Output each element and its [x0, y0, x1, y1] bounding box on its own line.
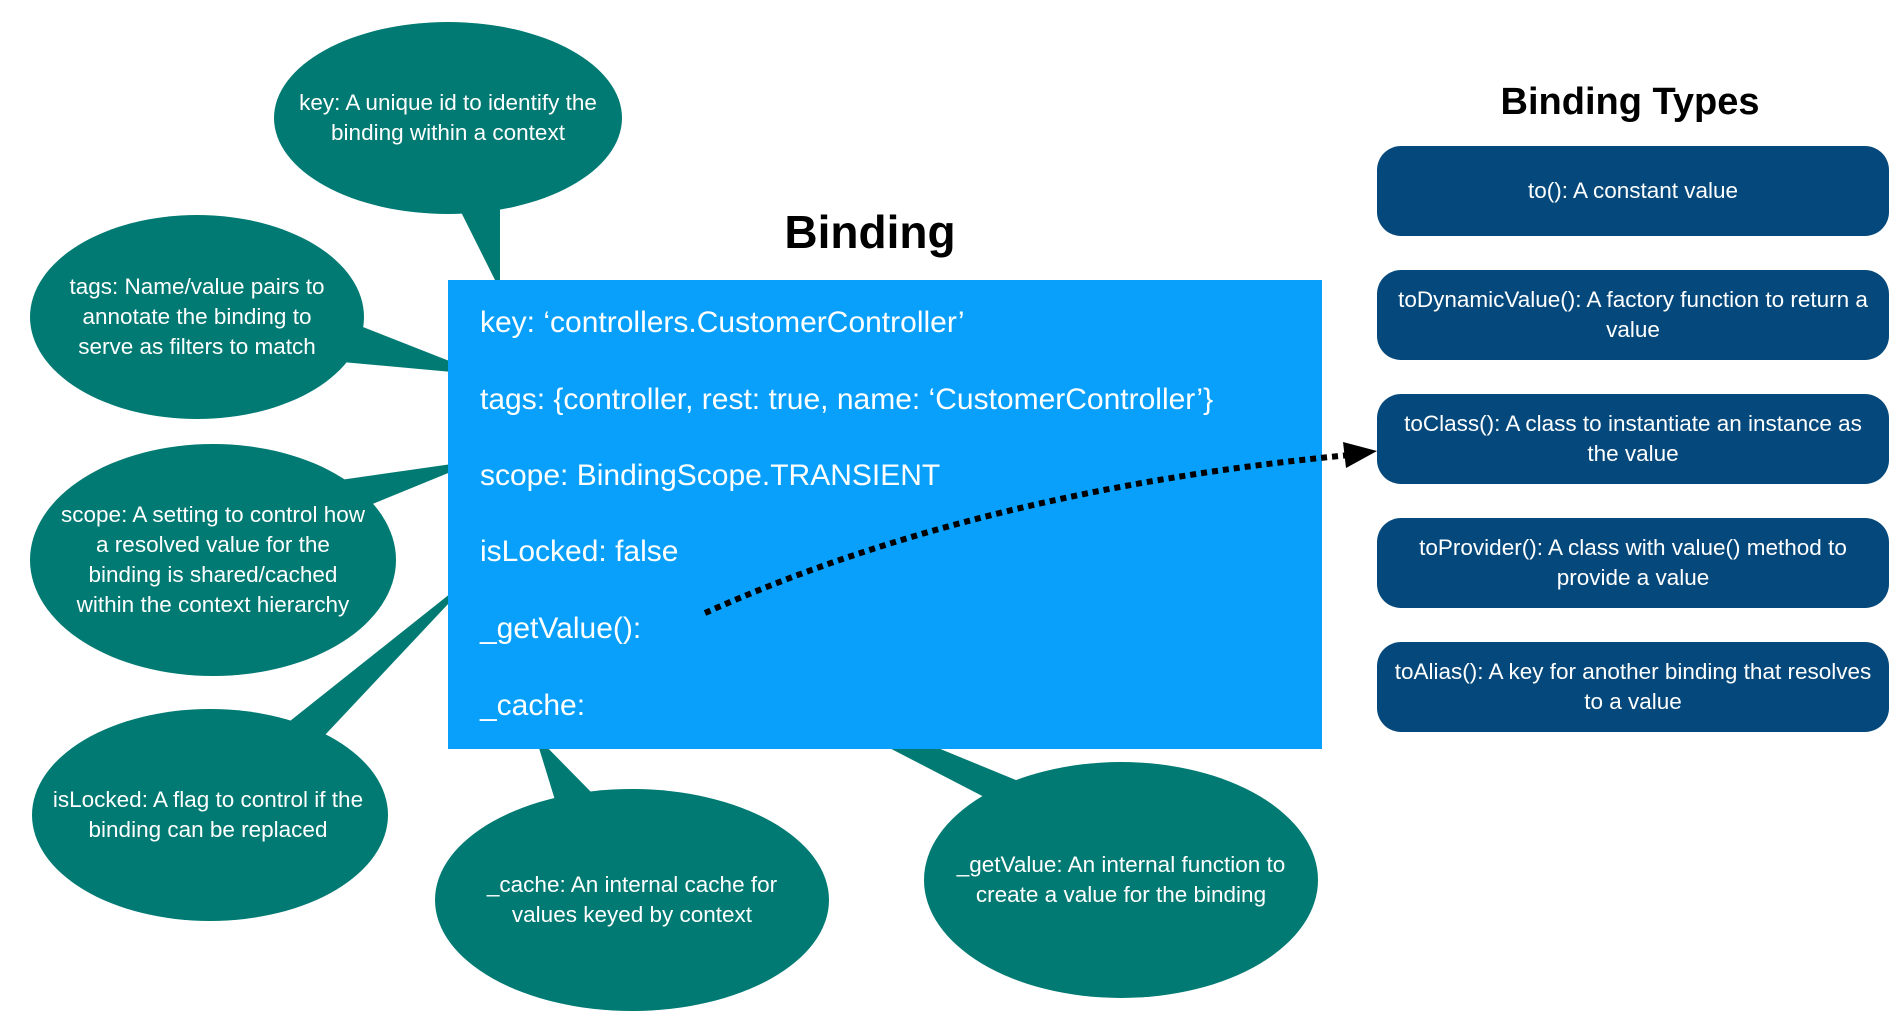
callout-bubble-getvalue	[924, 762, 1318, 998]
binding-type-to: to(): A constant value	[1377, 146, 1889, 236]
callout-bubble-cache	[435, 789, 829, 1011]
binding-box	[448, 280, 1322, 749]
property-islocked: isLocked: false	[480, 535, 679, 568]
callout-scope: scope: A setting to control how a resolv…	[61, 502, 365, 617]
callout-islocked: isLocked: A flag to control if the bindi…	[52, 787, 364, 842]
arrow-head	[1343, 442, 1377, 468]
callout-bubble-islocked	[32, 709, 388, 921]
binding-title: Binding	[784, 206, 956, 258]
binding-type-toprovider: toProvider(): A class with value() metho…	[1377, 518, 1889, 608]
callout-tail-key	[455, 200, 500, 290]
callout-bubble-key	[274, 22, 622, 214]
callout-tail-islocked	[285, 570, 480, 735]
property-getvalue: _getValue():	[480, 612, 642, 645]
property-cache: _cache:	[480, 689, 586, 722]
dotted-arrow-line	[703, 452, 1351, 616]
callout-key: key: A unique id to identify the binding…	[299, 90, 597, 145]
callout-cache: _cache: An internal cache for values key…	[486, 872, 778, 927]
callout-tail-scope	[340, 460, 480, 505]
callout-getvalue: _getValue: An internal function to creat…	[956, 852, 1286, 907]
property-tags: tags: {controller, rest: true, name: ‘Cu…	[480, 383, 1214, 416]
callout-tags: tags: Name/value pairs to annotate the b…	[69, 274, 325, 359]
binding-types-title: Binding Types	[1500, 81, 1760, 123]
callout-bubble-scope	[30, 444, 396, 676]
property-scope: scope: BindingScope.TRANSIENT	[480, 459, 941, 492]
binding-type-todynamicvalue: toDynamicValue(): A factory function to …	[1377, 270, 1889, 360]
callout-bubble-tags	[30, 215, 364, 419]
binding-type-toalias: toAlias(): A key for another binding tha…	[1377, 642, 1889, 732]
property-key: key: ‘controllers.CustomerController’	[480, 306, 965, 339]
binding-type-toclass: toClass(): A class to instantiate an ins…	[1377, 394, 1889, 484]
callout-tail-cache	[535, 735, 592, 800]
